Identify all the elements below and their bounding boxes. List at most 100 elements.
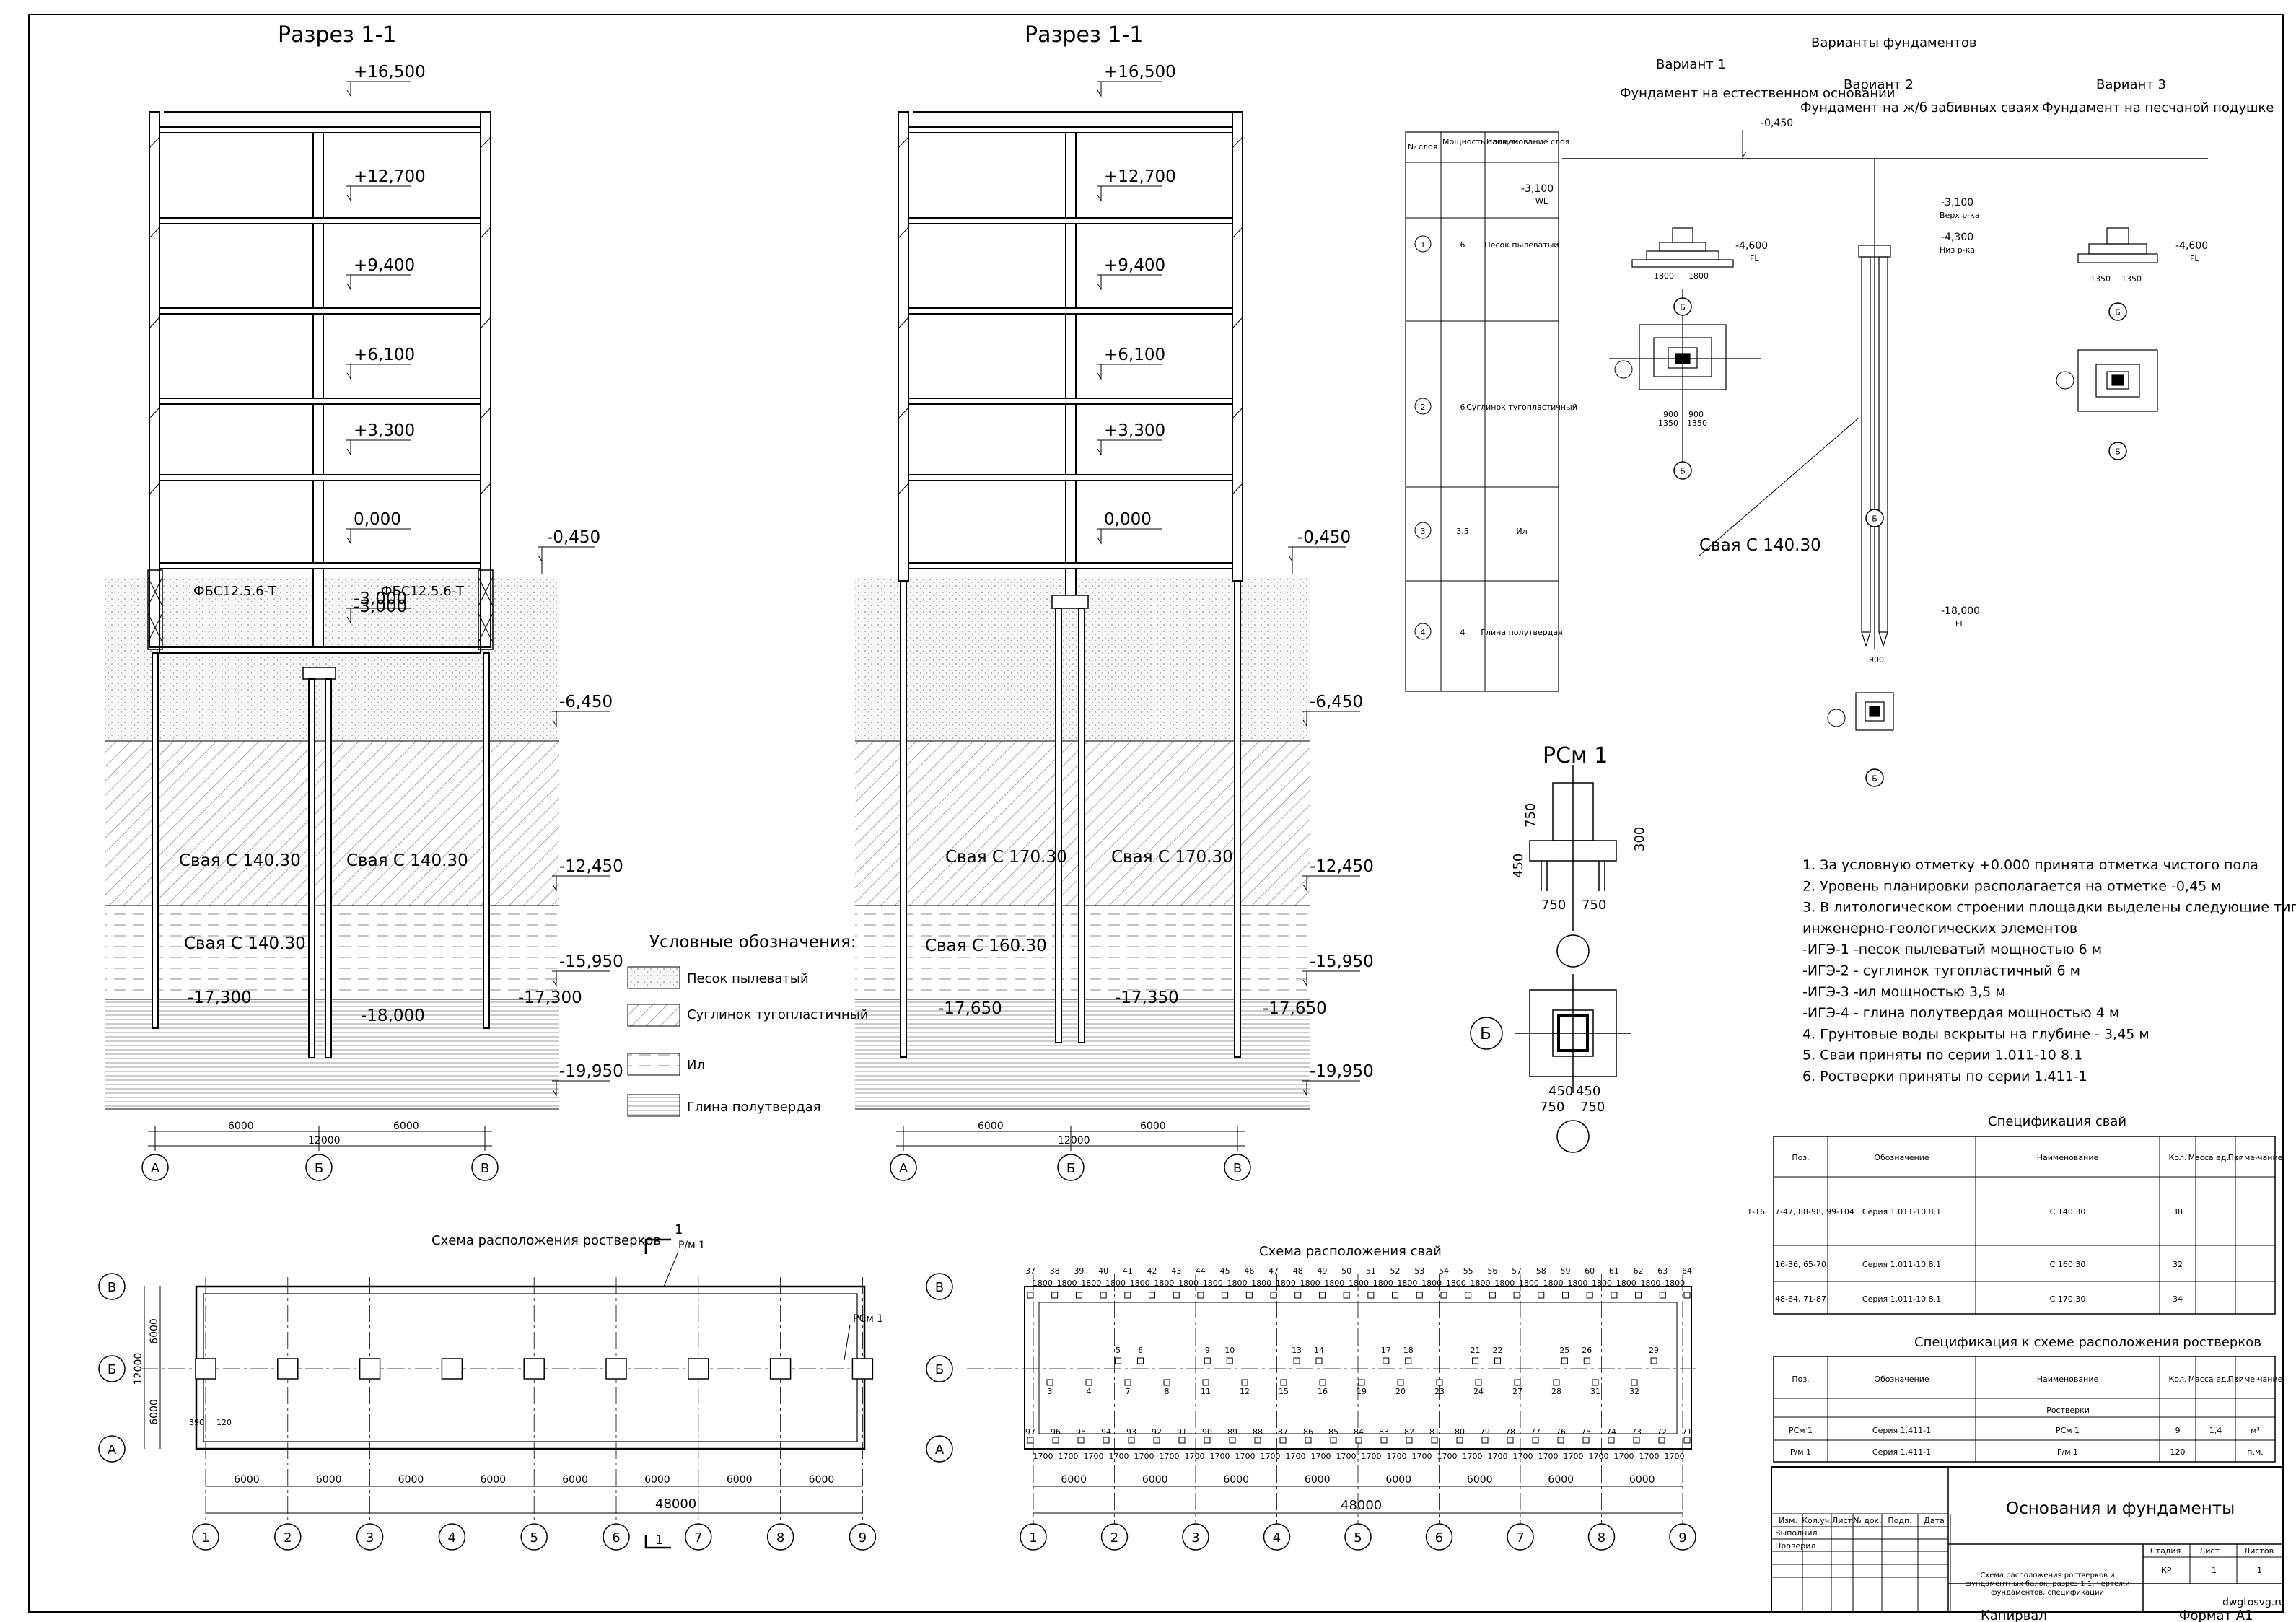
variant-1-dim: 900 (1688, 410, 1704, 419)
title-block-header: Изм. (1779, 1516, 1797, 1525)
grill-spec-header: Наименование (2037, 1375, 2099, 1384)
level-mark: +9,400 (1104, 256, 1165, 275)
rsm-axis-label: Б (1480, 1025, 1491, 1043)
pile-spacing: 1800 (1227, 1279, 1247, 1288)
pile-spacing: 1800 (1519, 1279, 1539, 1288)
fbs-block-left (147, 569, 163, 650)
pile-mark (1611, 1292, 1618, 1299)
pile-number: 15 (1279, 1387, 1289, 1396)
pile-spacing: 1700 (1261, 1452, 1281, 1461)
pile-number: 85 (1328, 1427, 1338, 1437)
soil-table-header-no: № слоя (1408, 142, 1437, 152)
grill-row-axis-В: В (98, 1273, 126, 1300)
grill-rsm (851, 1358, 874, 1380)
pile-col-axis-4: 4 (1263, 1523, 1291, 1551)
pile-mark (1245, 1292, 1253, 1299)
level-mark: +6,100 (354, 346, 415, 364)
rsm-dim-h: 450 (1576, 1084, 1600, 1099)
pile-number: 75 (1581, 1427, 1591, 1437)
pile-number: 37 (1025, 1266, 1035, 1276)
pile-spec-cell: С 140.30 (2050, 1207, 2086, 1216)
grill-col-axis-8: 8 (766, 1523, 794, 1551)
sheet-description-box: Схема расположения ростверков и фундамен… (1965, 1571, 2129, 1597)
section-1: Разрез 1-1 (105, 22, 559, 1181)
pile-mark (1465, 1292, 1472, 1299)
pile-spec-cell: Серия 1.011-10 8.1 (1862, 1207, 1941, 1216)
level-mark: +16,500 (1104, 63, 1176, 82)
pile-mark (1658, 1437, 1665, 1444)
layer-mark: -19,950 (559, 1062, 623, 1081)
layer-mark: -12,450 (1310, 857, 1374, 876)
wall-hatches (149, 136, 491, 495)
pile-mark (1075, 1292, 1082, 1299)
pile-mark (1051, 1292, 1059, 1299)
pile-mark (1222, 1292, 1229, 1299)
axis-Б: Б (305, 1154, 333, 1181)
pile-label: Свая С 170.30 (1111, 848, 1233, 867)
pile-mark (1392, 1292, 1399, 1299)
pile-mark (1027, 1437, 1034, 1444)
rsm-dim-v: 450 (1511, 854, 1526, 878)
grill-row-axis-Б: Б (98, 1355, 126, 1382)
ground-mark: -0,450 (547, 528, 600, 547)
variant-3-desc: Фундамент на песчаной подушке (2042, 100, 2274, 115)
pile-spacing: 1700 (1639, 1452, 1660, 1461)
pile-mark (1472, 1357, 1479, 1364)
pile-spacing: 1800 (1178, 1279, 1199, 1288)
dim-6000-right: 6000 (393, 1121, 419, 1132)
pile-spacing: 1700 (1336, 1452, 1357, 1461)
pile-col-axis-7-label: 7 (1516, 1530, 1524, 1546)
pile-spacing: 1700 (1084, 1452, 1104, 1461)
pile-spacing: 1700 (1589, 1452, 1609, 1461)
grill-rsm (769, 1358, 792, 1380)
pile-number: 46 (1244, 1266, 1254, 1276)
author-name: Капирвал (1981, 1608, 2047, 1622)
pile-number: 6 (1138, 1346, 1143, 1355)
pile-plan-total: 48000 (1341, 1498, 1382, 1513)
variant-axis-marker-5-label: Б (2115, 447, 2121, 457)
grill-col-axis-4: 4 (438, 1523, 466, 1551)
pile-plan-title: Схема расположения свай (1259, 1244, 1442, 1259)
pile-number: 9 (1205, 1346, 1210, 1355)
pile-spacing: 1700 (1564, 1452, 1584, 1461)
pile-number: 47 (1269, 1266, 1279, 1276)
pile-mark (1204, 1437, 1211, 1444)
pile-mark (1416, 1292, 1423, 1299)
pile-mark (1650, 1357, 1657, 1364)
note-line: -ИГЭ-4 - глина полутвердая мощностью 4 м (1802, 1005, 2119, 1021)
pile-spacing: 1700 (1033, 1452, 1053, 1461)
pile-number: 27 (1512, 1387, 1522, 1396)
pile-spacing: 1700 (1235, 1452, 1256, 1461)
variant-2-top-mark: -3,100 (1941, 197, 1973, 209)
pile-number: 26 (1582, 1346, 1592, 1355)
pile-label: Свая С 140.30 (346, 851, 468, 870)
pile-number: 90 (1202, 1427, 1212, 1437)
pile-mark (1178, 1437, 1186, 1444)
variants-ground-mark: -0,450 (1761, 118, 1793, 129)
pile-mark (1355, 1437, 1362, 1444)
pile-spacing: 1700 (1109, 1452, 1129, 1461)
pile-spec-cell: С 160.30 (2050, 1260, 2086, 1269)
pile-number: 83 (1379, 1427, 1389, 1437)
pile-mark (1305, 1437, 1312, 1444)
pile-cap (1051, 595, 1089, 609)
pile-spacing: 1700 (1362, 1452, 1382, 1461)
grill-dim: 6000 (644, 1474, 670, 1486)
variant-1-dim: 1800 (1688, 271, 1709, 281)
grill-rsm (195, 1358, 216, 1380)
axis-В: В (471, 1154, 499, 1181)
pile-mark (1659, 1292, 1666, 1299)
sheet-frame (28, 14, 2284, 1613)
soil-table-header-name: Наименование слоя (1486, 137, 1569, 146)
level-mark: +16,500 (354, 63, 426, 82)
pile-col-axis-6-label: 6 (1435, 1530, 1443, 1546)
soil-layer-name: Глина полутвердая (1481, 628, 1562, 637)
note-line: 6. Ростверки приняты по серии 1.411-1 (1802, 1069, 2087, 1084)
grill-col-axis-2: 2 (274, 1523, 302, 1551)
pile-number: 64 (1682, 1266, 1692, 1276)
pile-number: 63 (1657, 1266, 1668, 1276)
pile-number: 32 (1629, 1387, 1639, 1396)
